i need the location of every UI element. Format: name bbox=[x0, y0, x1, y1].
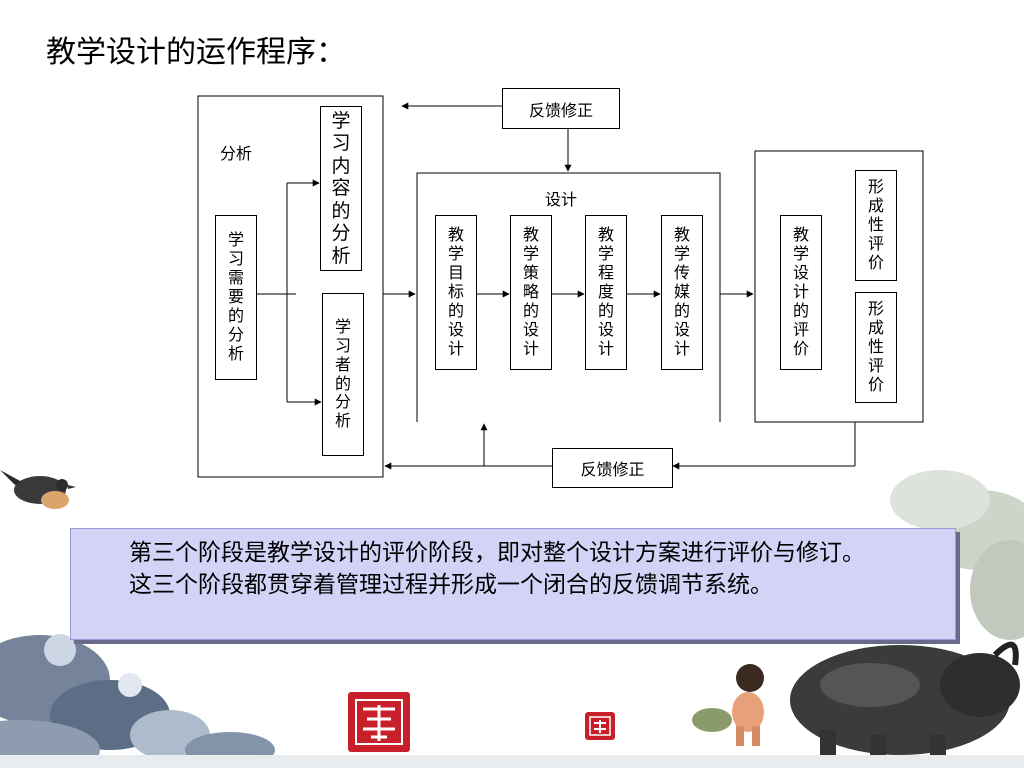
feedback-bottom-box: 反馈修正 bbox=[552, 448, 673, 488]
formative-evaluation-text-1: 形成性评价 bbox=[868, 177, 885, 272]
formative-evaluation-box-2: 形成性评价 bbox=[855, 292, 897, 403]
learning-content-analysis-text: 学习内容的分析 bbox=[331, 110, 351, 267]
bird-painting bbox=[0, 470, 76, 509]
design-step-media-text: 教学传媒的设计 bbox=[674, 225, 691, 358]
explanation-paragraph-1: 第三个阶段是教学设计的评价阶段，即对整个设计方案进行评价与修订。 bbox=[129, 540, 865, 566]
explanation-paragraph-2: 这三个阶段都贯穿着管理过程并形成一个闭合的反馈调节系统。 bbox=[129, 572, 773, 598]
design-evaluation-box: 教学设计的评价 bbox=[780, 215, 822, 370]
child-figure-painting bbox=[692, 664, 764, 746]
design-step-objectives-box: 教学目标的设计 bbox=[435, 215, 477, 370]
learning-needs-analysis-box: 学习需要的分析 bbox=[215, 215, 257, 380]
process-diagram: 分析 学习需要的分析 学习内容的分析 学习者的分析 设计 教学目标的设计 教学策… bbox=[197, 88, 924, 488]
explanation-textbox: 第三个阶段是教学设计的评价阶段，即对整个设计方案进行评价与修订。 这三个阶段都贯… bbox=[70, 528, 956, 640]
formative-evaluation-box-1: 形成性评价 bbox=[855, 170, 897, 281]
learning-content-analysis-box: 学习内容的分析 bbox=[320, 106, 362, 271]
design-step-objectives-text: 教学目标的设计 bbox=[448, 225, 465, 358]
flower-painting-left bbox=[0, 634, 275, 768]
evaluation-stage-frame bbox=[754, 150, 924, 423]
design-step-procedure-text: 教学程度的设计 bbox=[598, 225, 615, 358]
feedback-top-box: 反馈修正 bbox=[502, 88, 620, 129]
analysis-label: 分析 bbox=[220, 144, 253, 163]
diagram-connectors bbox=[197, 95, 924, 478]
decorative-background bbox=[0, 470, 1024, 768]
design-step-strategy-box: 教学策略的设计 bbox=[510, 215, 552, 370]
red-seal-stamp bbox=[348, 692, 410, 752]
design-evaluation-text: 教学设计的评价 bbox=[793, 225, 810, 358]
design-step-media-box: 教学传媒的设计 bbox=[661, 215, 703, 370]
design-label: 设计 bbox=[545, 190, 578, 209]
design-step-procedure-box: 教学程度的设计 bbox=[585, 215, 627, 370]
learner-analysis-text: 学习者的分析 bbox=[335, 316, 352, 431]
design-stage-frame bbox=[416, 172, 721, 422]
formative-evaluation-text-2: 形成性评价 bbox=[868, 299, 885, 394]
tree-painting-right bbox=[890, 470, 1024, 640]
small-red-seal-stamp bbox=[585, 712, 615, 740]
ox-painting bbox=[790, 641, 1020, 768]
analysis-stage-frame bbox=[197, 95, 384, 478]
learner-analysis-box: 学习者的分析 bbox=[322, 293, 364, 456]
page-title: 教学设计的运作程序： bbox=[46, 35, 346, 70]
design-step-strategy-text: 教学策略的设计 bbox=[523, 225, 540, 358]
learning-needs-analysis-text: 学习需要的分析 bbox=[228, 230, 245, 363]
